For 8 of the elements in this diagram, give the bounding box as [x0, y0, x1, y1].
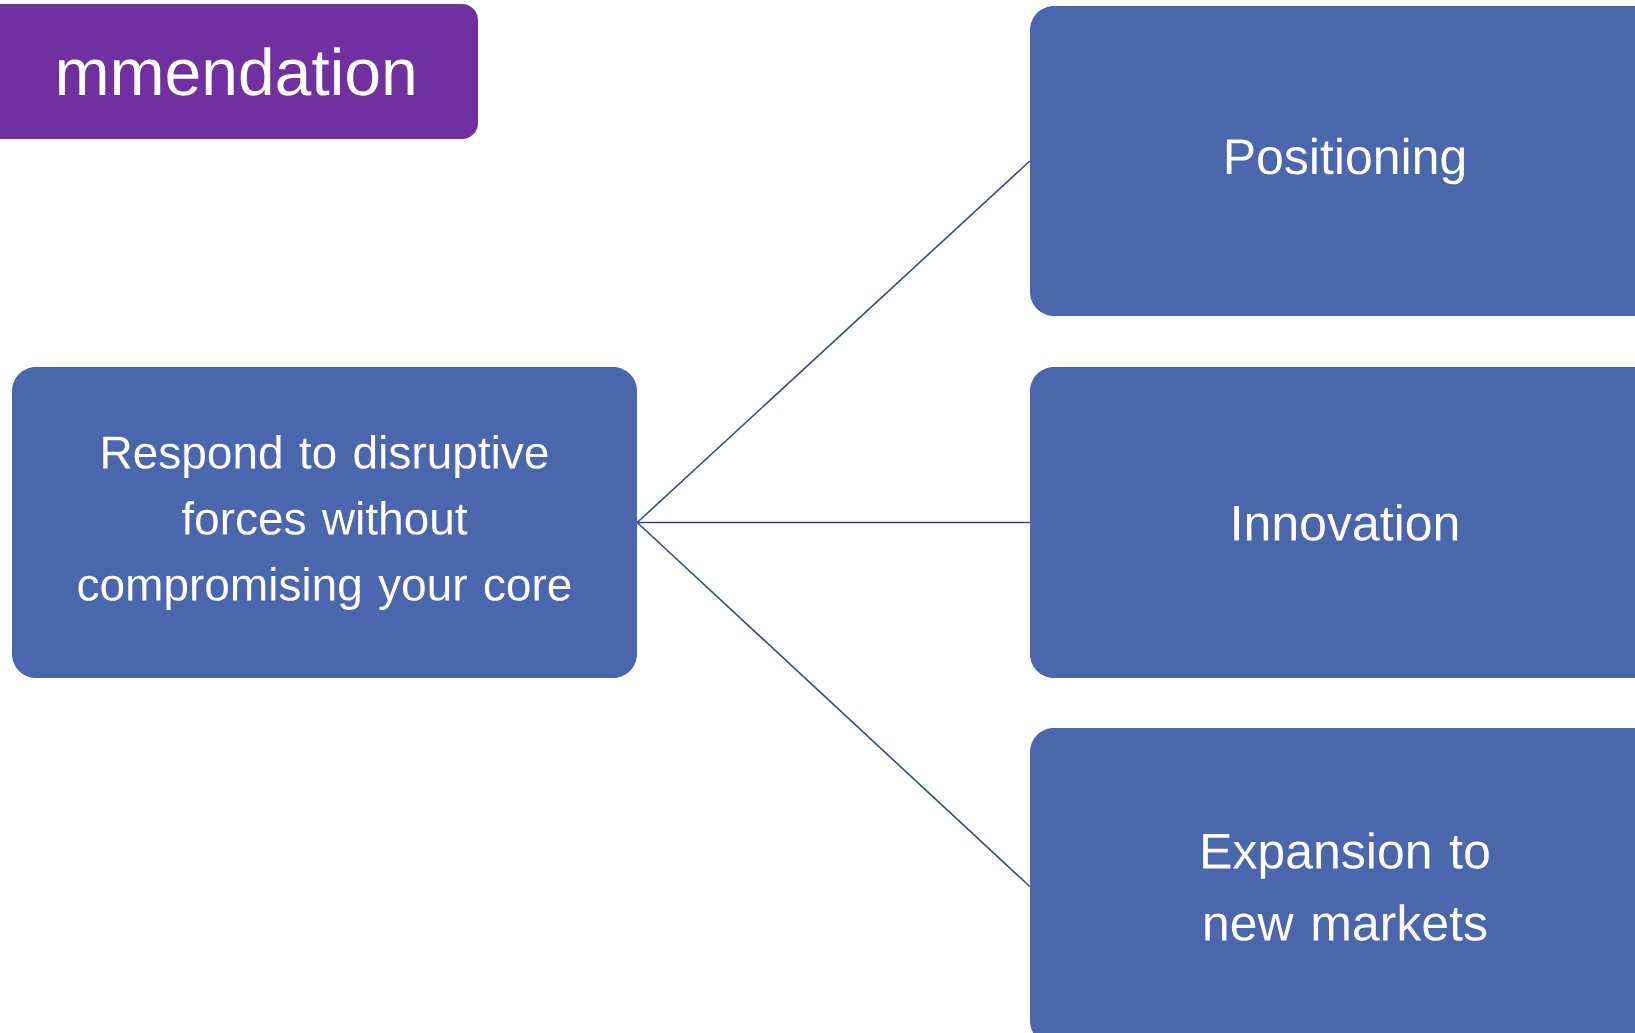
- connector-line: [636, 160, 1031, 524]
- process-box: Respond to disruptive forces without compromising your core: [12, 367, 637, 678]
- connector-line: [636, 521, 1031, 524]
- process-box: Positioning: [1030, 6, 1635, 316]
- process-box: Expansion to new markets: [1030, 728, 1635, 1033]
- process-box: Innovation: [1030, 367, 1635, 678]
- heading-banner: mmendation: [0, 4, 478, 139]
- connector-line: [636, 521, 1031, 888]
